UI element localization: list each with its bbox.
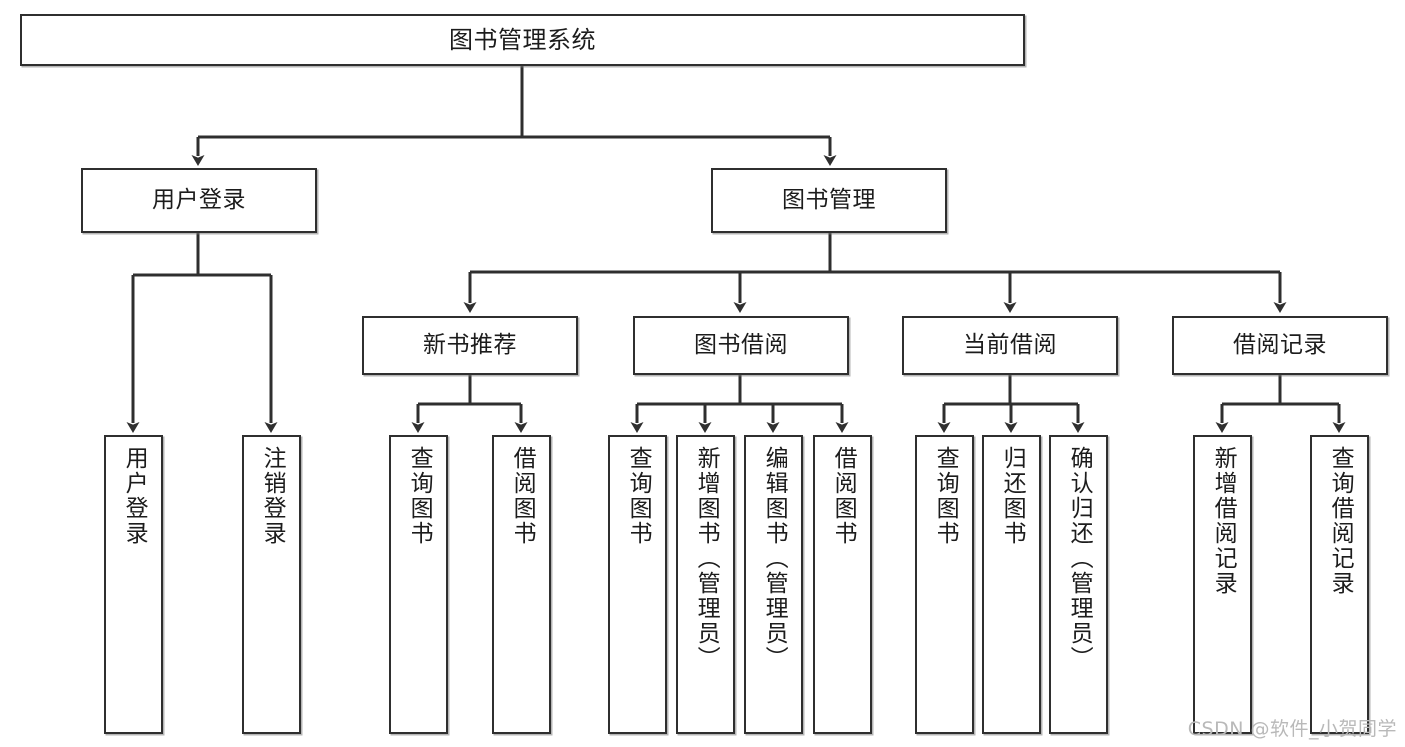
node-new-book-recommend-label: 新书推荐 — [423, 331, 517, 358]
node-current-borrow[interactable]: 当前借阅 — [902, 316, 1118, 375]
node-leaf-add-record-label: 新增借阅记录 — [1210, 446, 1237, 596]
node-leaf-logout-label: 注销登录 — [259, 446, 286, 546]
node-user-login[interactable]: 用户登录 — [81, 168, 317, 233]
node-leaf-add-book[interactable]: 新增图书（管理员） — [676, 435, 735, 734]
node-user-login-label: 用户登录 — [152, 186, 246, 213]
node-borrow-record[interactable]: 借阅记录 — [1172, 316, 1388, 375]
node-leaf-user-login[interactable]: 用户登录 — [104, 435, 163, 734]
node-new-book-recommend[interactable]: 新书推荐 — [362, 316, 578, 375]
node-leaf-query-book-2-label: 查询图书 — [625, 446, 652, 546]
node-current-borrow-label: 当前借阅 — [963, 331, 1057, 358]
node-book-manage-label: 图书管理 — [782, 186, 876, 213]
node-leaf-edit-book-label: 编辑图书（管理员） — [761, 446, 788, 671]
node-leaf-query-record-label: 查询借阅记录 — [1327, 446, 1354, 596]
node-leaf-query-book-1[interactable]: 查询图书 — [389, 435, 448, 734]
node-leaf-query-book-3[interactable]: 查询图书 — [915, 435, 974, 734]
node-book-borrow[interactable]: 图书借阅 — [633, 316, 849, 375]
node-book-manage[interactable]: 图书管理 — [711, 168, 947, 233]
node-leaf-return-book[interactable]: 归还图书 — [982, 435, 1041, 734]
node-leaf-logout[interactable]: 注销登录 — [242, 435, 301, 734]
node-borrow-record-label: 借阅记录 — [1233, 331, 1327, 358]
node-book-borrow-label: 图书借阅 — [694, 331, 788, 358]
node-root-label: 图书管理系统 — [449, 25, 596, 54]
node-leaf-query-book-3-label: 查询图书 — [932, 446, 959, 546]
node-root[interactable]: 图书管理系统 — [20, 14, 1025, 66]
node-leaf-user-login-label: 用户登录 — [121, 446, 148, 546]
node-leaf-edit-book[interactable]: 编辑图书（管理员） — [744, 435, 803, 734]
node-leaf-return-book-label: 归还图书 — [999, 446, 1026, 546]
node-leaf-borrow-book-2[interactable]: 借阅图书 — [813, 435, 872, 734]
node-leaf-query-record[interactable]: 查询借阅记录 — [1310, 435, 1369, 734]
node-leaf-query-book-2[interactable]: 查询图书 — [608, 435, 667, 734]
node-leaf-confirm-return-label: 确认归还（管理员） — [1066, 446, 1093, 671]
node-leaf-add-book-label: 新增图书（管理员） — [693, 446, 720, 671]
node-leaf-borrow-book-1[interactable]: 借阅图书 — [492, 435, 551, 734]
node-leaf-borrow-book-2-label: 借阅图书 — [830, 446, 857, 546]
node-leaf-query-book-1-label: 查询图书 — [406, 446, 433, 546]
node-leaf-confirm-return[interactable]: 确认归还（管理员） — [1049, 435, 1108, 734]
node-leaf-add-record[interactable]: 新增借阅记录 — [1193, 435, 1252, 734]
node-leaf-borrow-book-1-label: 借阅图书 — [509, 446, 536, 546]
csdn-watermark: CSDN @软件_小贺同学 — [1187, 718, 1397, 740]
